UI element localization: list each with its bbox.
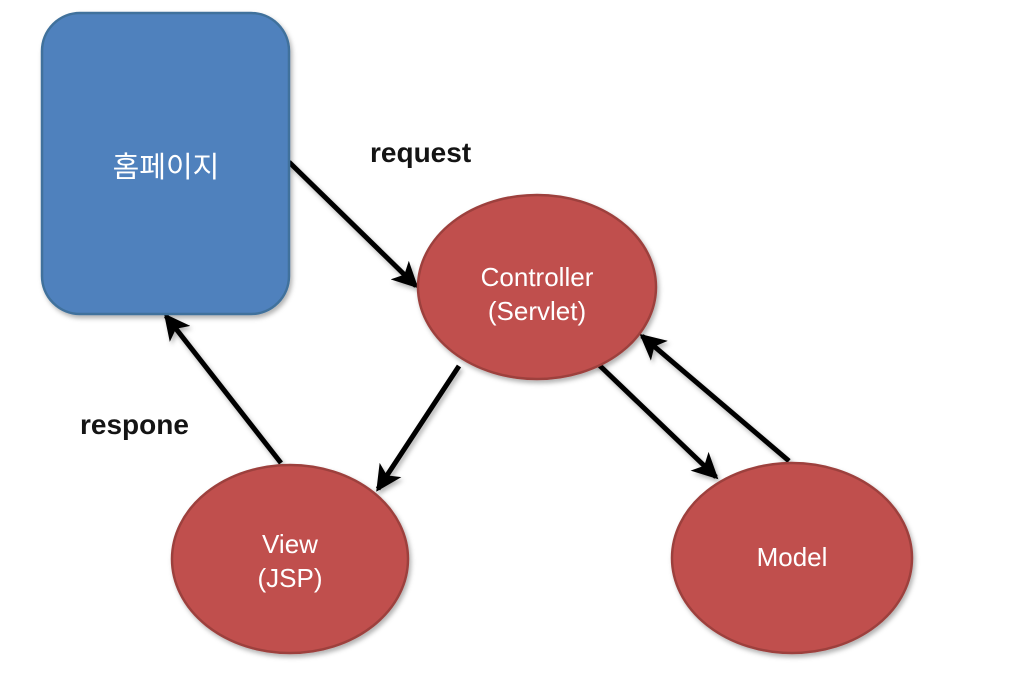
request-label: request <box>370 137 471 168</box>
model-label: Model <box>757 542 828 572</box>
response-label: respone <box>80 409 189 440</box>
view-label-line1: View <box>262 529 318 559</box>
response-arrow <box>163 313 283 465</box>
homepage-label: 홈페이지 <box>113 150 220 184</box>
controller-label-line2: (Servlet) <box>488 296 586 326</box>
model-ellipse <box>670 461 914 655</box>
view-label-line2: (JSP) <box>258 563 323 593</box>
connector-arrows <box>163 160 791 492</box>
controller-to-model-arrow <box>595 361 719 480</box>
homepage-box <box>40 11 291 316</box>
controller-to-view-arrow <box>375 364 462 492</box>
controller-ellipse <box>416 193 658 381</box>
request-arrow <box>287 160 419 289</box>
edge-labels: request respone <box>80 137 471 440</box>
node-labels: 홈페이지 Controller (Servlet) View (JSP) Mod… <box>113 150 828 593</box>
diagram-nodes <box>40 11 914 655</box>
model-to-controller-arrow <box>639 333 791 463</box>
view-ellipse <box>170 463 410 655</box>
controller-label-line1: Controller <box>481 262 594 292</box>
